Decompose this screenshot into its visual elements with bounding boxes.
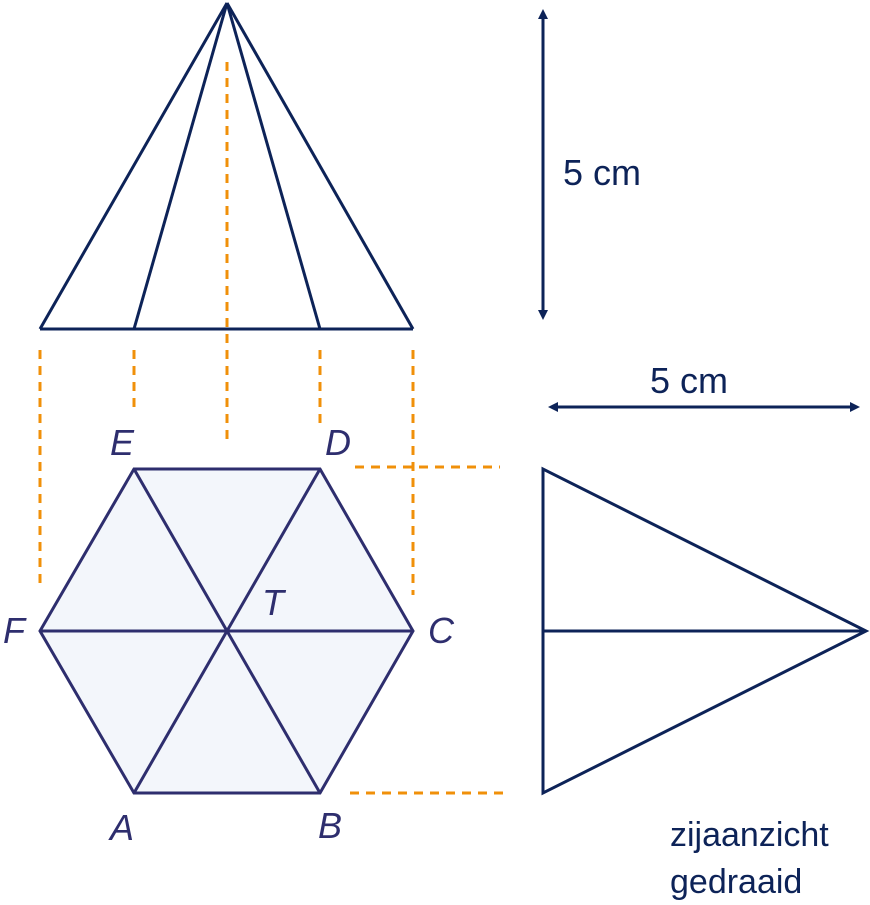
vertex-label-f: F	[3, 610, 27, 651]
front-view-edge-inner-left	[132, 2, 229, 330]
front-view-edge-right	[225, 2, 415, 330]
width-dimension-label: 5 cm	[650, 360, 728, 401]
diagonal-da	[132, 468, 322, 794]
vertex-label-t: T	[262, 582, 287, 623]
vertex-label-c: C	[428, 610, 455, 651]
vertex-label-b: B	[318, 805, 342, 846]
front-view-edge-left	[38, 2, 229, 330]
caption-line-1: zijaanzicht	[670, 816, 829, 854]
vertex-label-a: A	[108, 807, 134, 848]
caption-line-2: gedraaid	[670, 863, 802, 901]
top-view-hexagon	[38, 467, 415, 795]
side-view	[541, 466, 870, 796]
front-view-edge-inner-right	[225, 2, 322, 330]
front-view	[38, 2, 415, 331]
height-dimension-label: 5 cm	[563, 152, 641, 193]
projection-lines	[38, 62, 510, 795]
vertex-label-d: D	[325, 422, 351, 463]
vertex-label-e: E	[110, 422, 135, 463]
